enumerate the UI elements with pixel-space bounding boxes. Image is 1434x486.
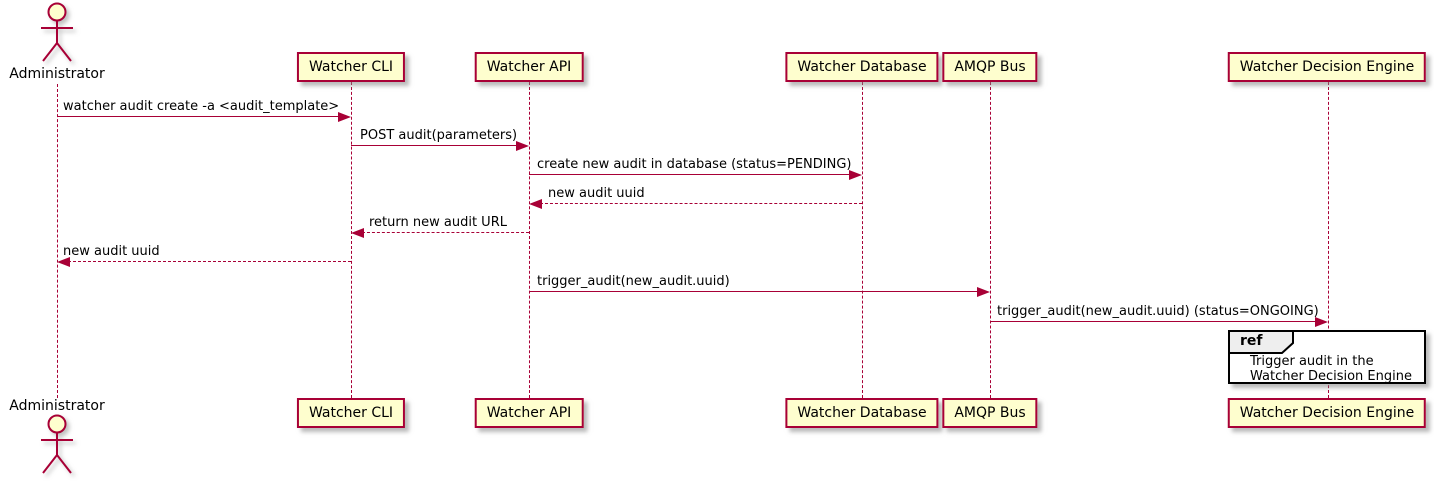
message-label: trigger_audit(new_audit.uuid) xyxy=(537,274,730,289)
participant-watcher-api-bottom: Watcher API xyxy=(474,398,584,428)
lifeline-watcher-cli xyxy=(351,82,352,398)
ref-fragment: ref Trigger audit in the Watcher Decisio… xyxy=(1228,330,1426,384)
message-line xyxy=(57,116,340,117)
actor-name-bottom: Administrator xyxy=(9,398,105,414)
lifeline-administrator xyxy=(57,84,58,398)
message-label: watcher audit create -a <audit_template> xyxy=(63,99,340,114)
actor-icon xyxy=(41,414,73,474)
ref-text-line: Watcher Decision Engine xyxy=(1250,369,1412,384)
arrowhead-right-icon xyxy=(1315,317,1328,327)
message-line xyxy=(990,321,1317,322)
participant-watcher-decision-engine-top: Watcher Decision Engine xyxy=(1227,52,1427,82)
arrowhead-right-icon xyxy=(338,112,351,122)
message-label: new audit uuid xyxy=(548,186,645,201)
participant-watcher-cli-top: Watcher CLI xyxy=(296,52,406,82)
ref-keyword: ref xyxy=(1240,333,1263,349)
message-line xyxy=(540,203,862,204)
message-label: new audit uuid xyxy=(63,244,160,259)
message-line xyxy=(351,145,518,146)
participant-watcher-api-top: Watcher API xyxy=(474,52,584,82)
participant-amqp-bus-bottom: AMQP Bus xyxy=(942,398,1038,428)
lifeline-watcher-database xyxy=(862,82,863,398)
arrowhead-left-icon xyxy=(57,257,70,267)
message-label: create new audit in database (status=PEN… xyxy=(537,157,852,172)
participant-amqp-bus-top: AMQP Bus xyxy=(942,52,1038,82)
message-label: trigger_audit(new_audit.uuid) (status=ON… xyxy=(997,304,1319,319)
message-line xyxy=(68,261,351,262)
arrowhead-left-icon xyxy=(351,228,364,238)
participant-watcher-database-top: Watcher Database xyxy=(785,52,939,82)
participant-watcher-database-bottom: Watcher Database xyxy=(785,398,939,428)
lifeline-watcher-decision-engine xyxy=(1328,82,1329,398)
arrowhead-right-icon xyxy=(977,287,990,297)
actor-name-top: Administrator xyxy=(9,66,105,82)
message-label: return new audit URL xyxy=(369,215,507,230)
participant-watcher-cli-bottom: Watcher CLI xyxy=(296,398,406,428)
arrowhead-left-icon xyxy=(529,199,542,209)
ref-header-pentagon-icon xyxy=(1228,330,1294,354)
participant-watcher-decision-engine-bottom: Watcher Decision Engine xyxy=(1227,398,1427,428)
actor-icon xyxy=(41,2,73,62)
message-line xyxy=(529,291,979,292)
message-line xyxy=(529,174,851,175)
lifeline-watcher-api xyxy=(529,82,530,398)
ref-text-line: Trigger audit in the xyxy=(1250,354,1374,369)
message-line xyxy=(362,232,529,233)
lifeline-amqp-bus xyxy=(990,82,991,398)
arrowhead-right-icon xyxy=(516,141,529,151)
arrowhead-right-icon xyxy=(849,170,862,180)
message-label: POST audit(parameters) xyxy=(360,128,518,143)
